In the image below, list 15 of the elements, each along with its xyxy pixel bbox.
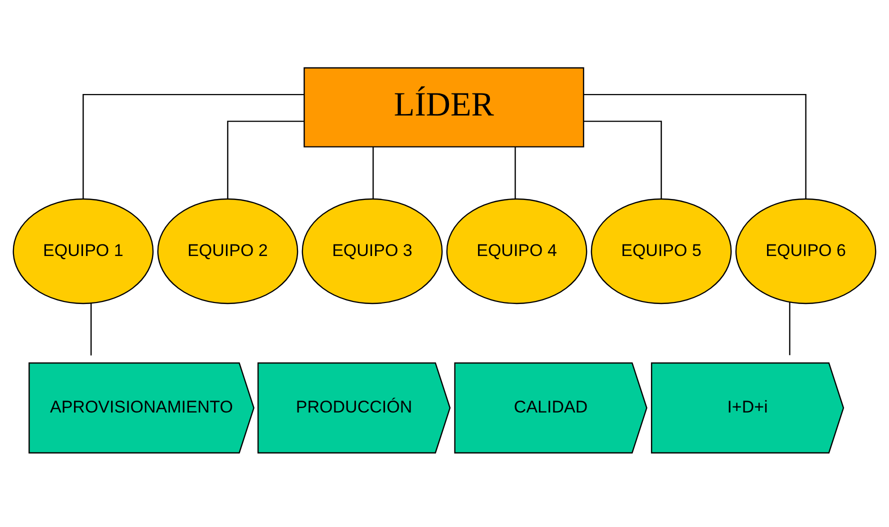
node-ellipse: EQUIPO 2 [157,198,298,304]
node-ellipse: EQUIPO 5 [590,198,732,304]
connector [90,302,92,355]
node-ellipse: EQUIPO 4 [446,198,588,304]
connector [82,93,304,198]
node-ellipse: EQUIPO 6 [735,198,876,304]
connector [372,146,374,198]
connector [584,120,662,198]
connector [789,302,790,355]
node-ellipse: EQUIPO 1 [12,198,154,304]
node-ellipse: EQUIPO 3 [302,198,443,304]
node-box: LÍDER [304,66,584,147]
connector [584,93,806,198]
connector [514,146,516,198]
connector [227,120,304,198]
